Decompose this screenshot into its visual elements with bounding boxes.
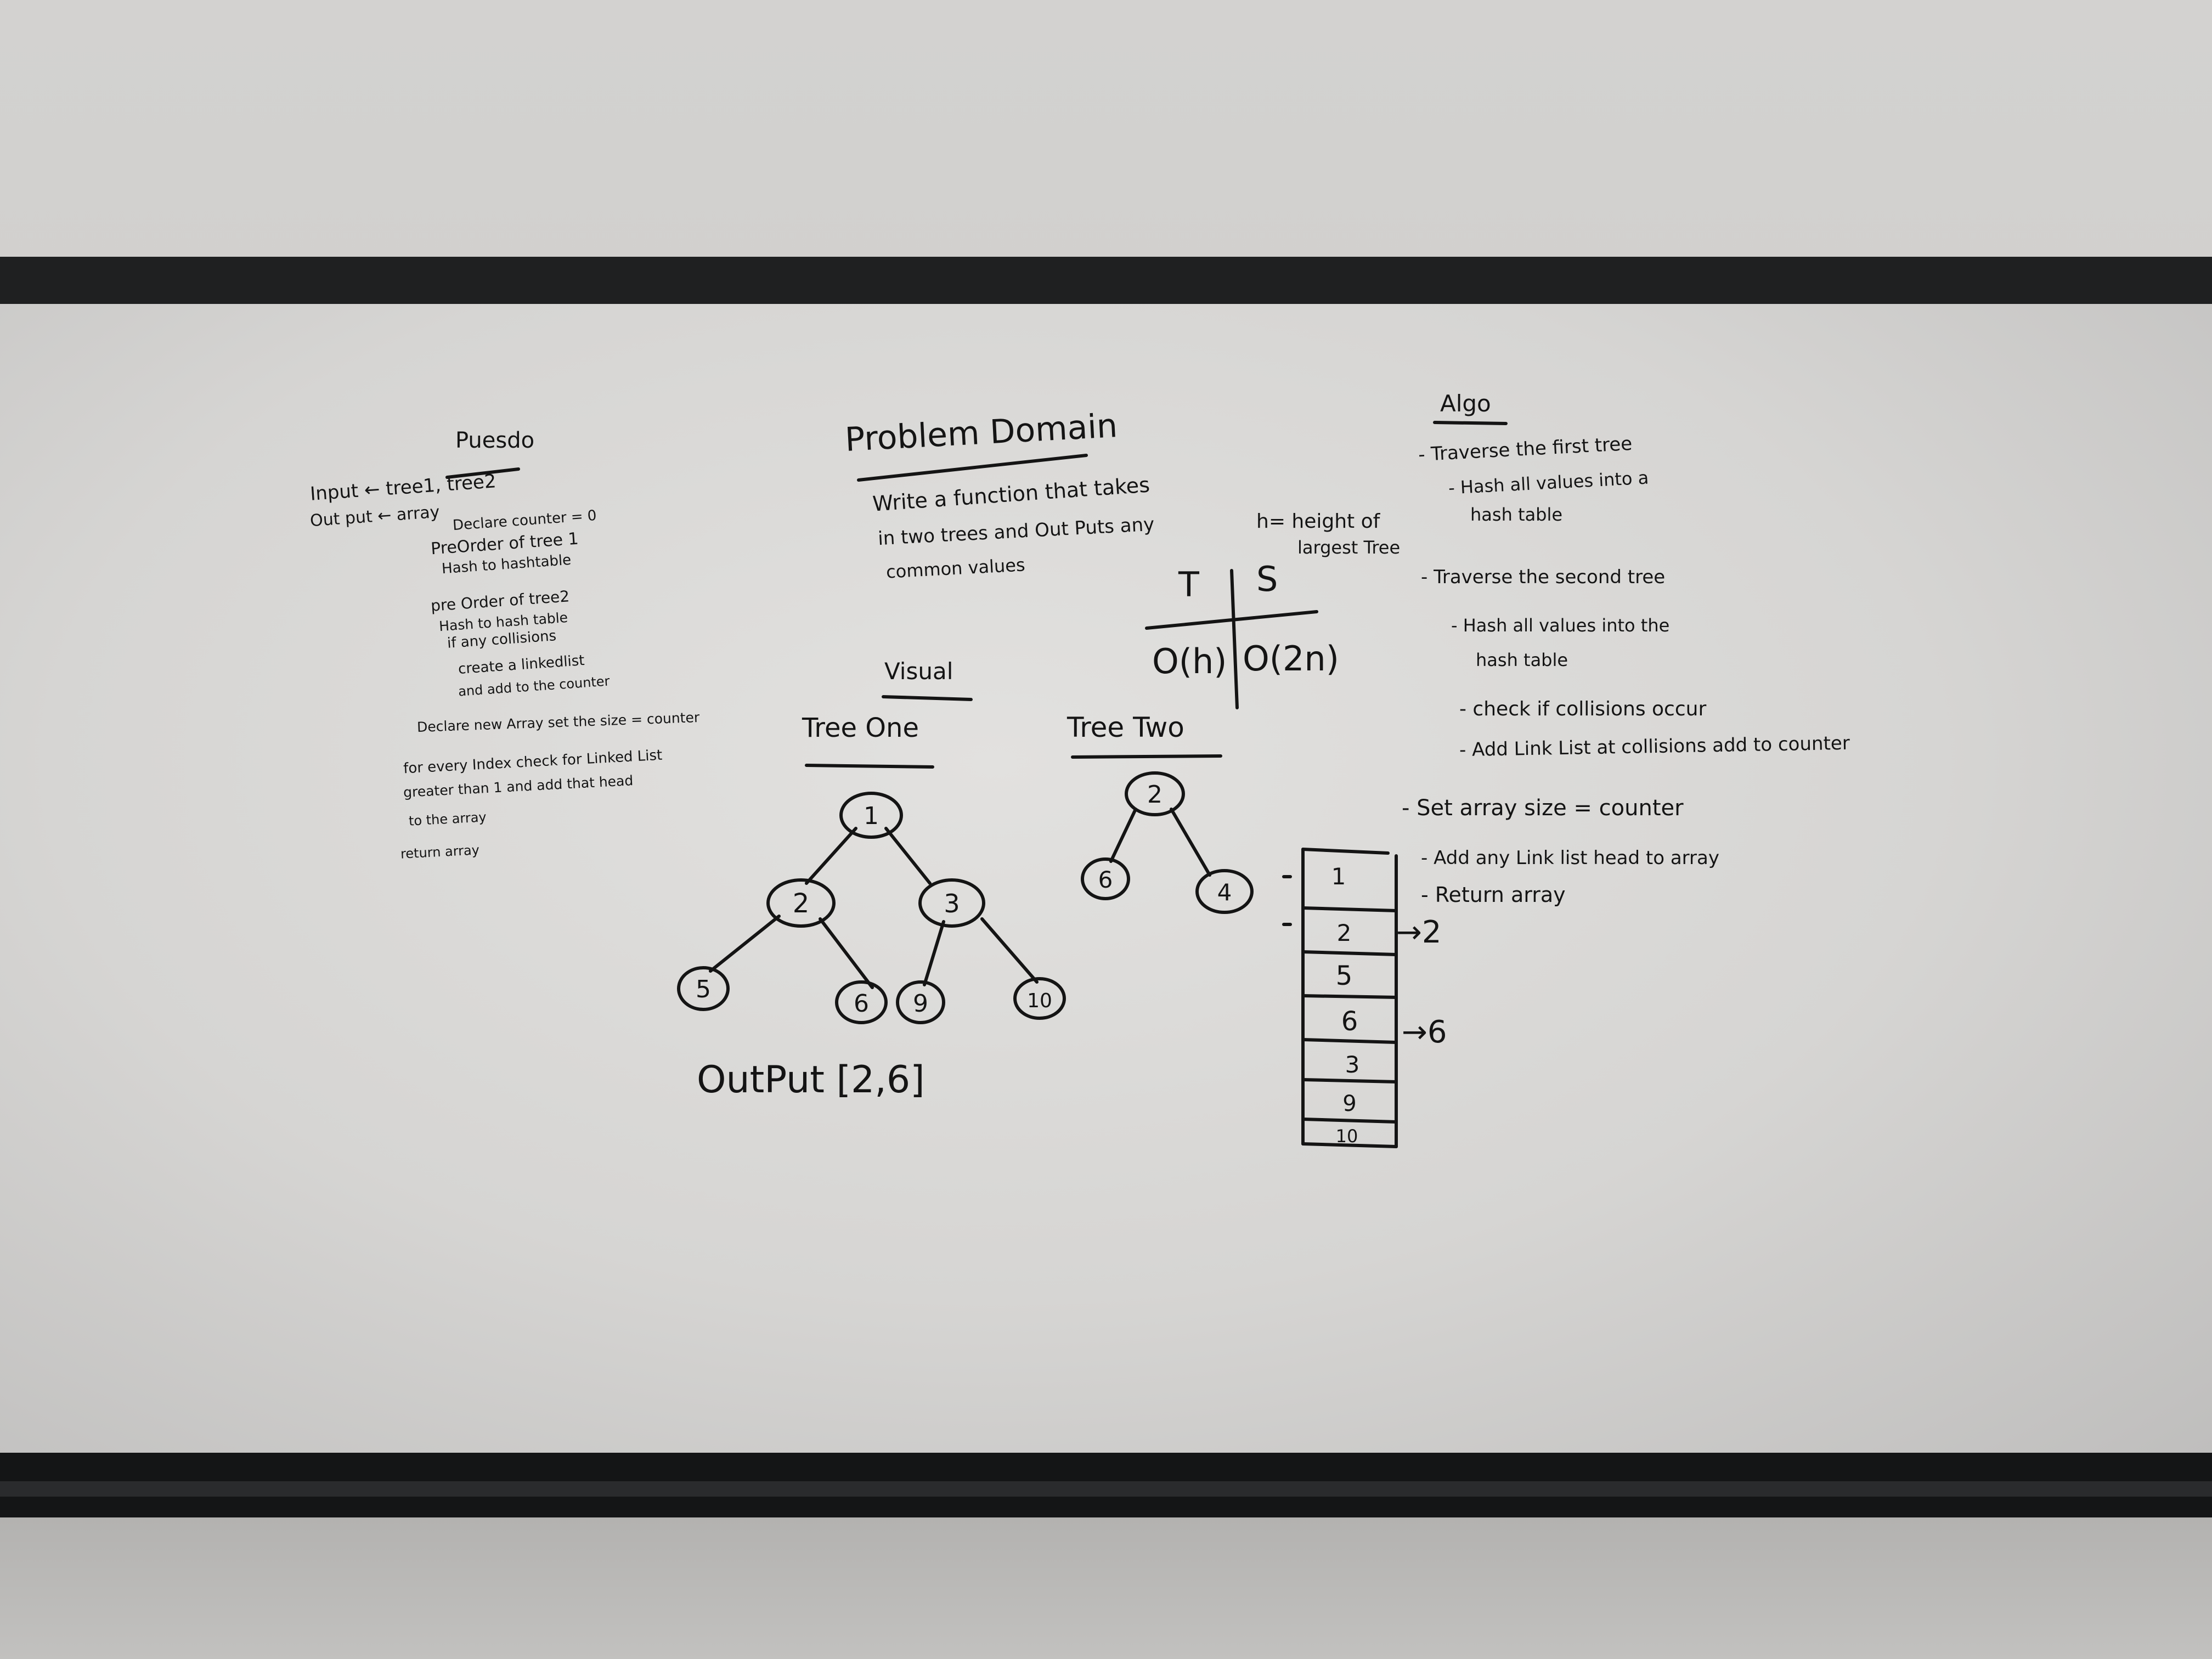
complexity-space-label: S: [1256, 559, 1278, 599]
tree-one-edges: [709, 827, 1039, 989]
algo-line-6: hash table: [1476, 650, 1568, 670]
hash-cell-10: 10: [1336, 1126, 1358, 1147]
algo-line-7: - check if collisions occur: [1459, 698, 1707, 720]
hash-cell-2: 2: [1337, 919, 1352, 946]
algo-line-4: - Traverse the second tree: [1421, 566, 1666, 588]
algo-title: Algo: [1440, 390, 1491, 417]
tree-two-label: Tree Two: [1067, 712, 1184, 743]
algo-line-5: - Hash all values into the: [1451, 615, 1670, 636]
tree-one-label: Tree One: [802, 713, 919, 743]
problem-domain-underline: [857, 454, 1088, 482]
tree-one-node-2: 2: [766, 878, 836, 928]
tree-one-node-3: 3: [918, 878, 985, 928]
svg-text:3: 3: [944, 889, 960, 918]
svg-text:6: 6: [1098, 866, 1113, 893]
tree-two-node-4: 4: [1195, 869, 1254, 914]
hash-table: [1282, 848, 1398, 1148]
algo-line-9: - Set array size = counter: [1402, 795, 1684, 821]
svg-text:9: 9: [913, 990, 928, 1018]
tree-one-node-1: 1: [839, 792, 903, 839]
tree-one-underline: [805, 764, 934, 769]
svg-text:10: 10: [1027, 990, 1052, 1012]
svg-text:2: 2: [793, 888, 810, 919]
tree-two-edges: [1109, 808, 1211, 877]
svg-text:5: 5: [696, 975, 711, 1003]
tree-one-node-5: 5: [677, 966, 730, 1011]
complexity-space-value: O(2n): [1243, 639, 1339, 679]
complexity-vertical-rule: [1230, 569, 1239, 709]
hash-arrow-6: →6: [1402, 1014, 1447, 1050]
complexity-time-label: T: [1178, 565, 1199, 605]
wall-below-board: [0, 1517, 2212, 1659]
svg-text:1: 1: [864, 802, 879, 830]
algo-title-underline: [1433, 421, 1508, 425]
algo-line-3: hash table: [1470, 504, 1563, 525]
pseudo-title-underline: [445, 467, 520, 479]
algo-line-11: - Return array: [1421, 883, 1566, 907]
hash-arrow-2: →2: [1396, 915, 1442, 950]
hash-cell-5: 5: [1336, 961, 1353, 991]
tree-one-node-9: 9: [896, 980, 945, 1024]
marker-tray-lip: [0, 1481, 2212, 1497]
svg-text:6: 6: [854, 990, 869, 1018]
tree-two-underline: [1071, 754, 1222, 759]
hash-cell-3: 3: [1345, 1051, 1360, 1078]
visual-title: Visual: [884, 658, 953, 685]
tree-one-node-6: 6: [835, 980, 888, 1024]
pseudo-title: Puesdo: [455, 428, 535, 453]
visual-underline: [882, 695, 973, 701]
tree-one-node-10: 10: [1013, 977, 1066, 1020]
tree-two-node-6: 6: [1081, 857, 1130, 900]
tree-two-node-2: 2: [1125, 771, 1185, 816]
complexity-horizontal-rule: [1145, 610, 1318, 630]
whiteboard-top-frame: [0, 257, 2212, 304]
svg-text:4: 4: [1217, 879, 1232, 906]
complexity-note-line-1: h= height of: [1256, 510, 1380, 533]
output-result: OutPut [2,6]: [697, 1058, 925, 1102]
complexity-note-line-2: largest Tree: [1297, 537, 1401, 558]
hash-cell-6: 6: [1341, 1006, 1358, 1037]
whiteboard: [0, 304, 2212, 1453]
hash-cell-1: 1: [1331, 863, 1346, 890]
algo-line-10: - Add any Link list head to array: [1421, 847, 1719, 869]
hash-cell-9: 9: [1342, 1091, 1356, 1116]
complexity-time-value: O(h): [1152, 641, 1227, 681]
svg-text:2: 2: [1147, 781, 1163, 809]
